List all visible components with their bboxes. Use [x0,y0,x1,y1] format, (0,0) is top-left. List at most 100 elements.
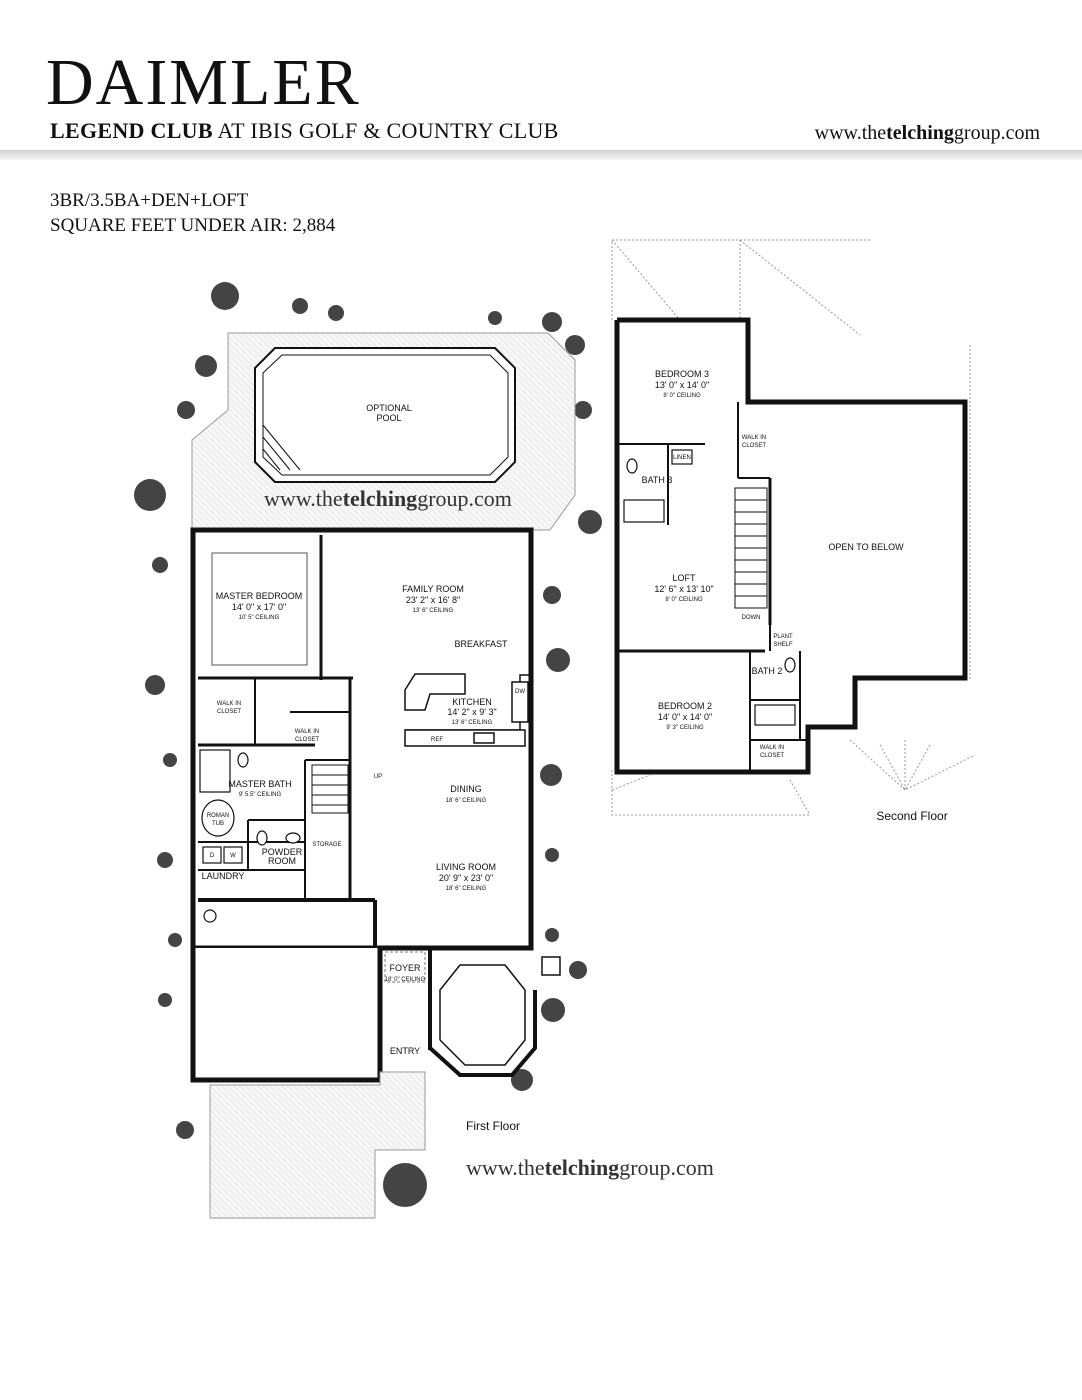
subtitle-rest: AT IBIS GOLF & COUNTRY CLUB [217,118,559,143]
driveway [209,1071,426,1219]
bath2-tub [754,704,796,726]
bedroom3-name: BEDROOM 3 [655,369,709,379]
family-room-ceiling: 13' 6" CEILING [413,608,454,614]
roman-tub-line2: TUB [212,821,224,827]
shrub [177,401,195,419]
storage-label: STORAGE [312,842,341,848]
roman-tub-line1: ROMAN [207,813,229,819]
shrub [578,510,602,534]
master-bath-name: MASTER BATH [228,779,291,789]
shrub [543,586,561,604]
shrub [134,479,166,511]
walkin-closet-b-line1: WALK IN [760,745,784,751]
plant-shelf-line1: PLANT [773,634,793,640]
shrub [545,848,559,862]
watermark-suffix: group.com [417,486,512,511]
site-suffix: group.com [953,122,1040,144]
pool [254,347,516,483]
shrub [542,312,562,332]
bath3-tub [623,499,665,523]
toilet-fixture [237,752,249,768]
bath2-toilet [784,657,796,673]
second-floor-label: Second Floor [876,809,947,823]
shrub [168,933,182,947]
shrub [565,335,585,355]
loft-name: LOFT [672,573,696,583]
page-title: DAIMLER [46,46,361,119]
dishwasher-label: DW [515,689,525,695]
foyer-ceiling: 18' 0" CEILING [385,977,426,983]
bedroom3-ceiling: 8' 0" CEILING [663,393,701,399]
entry-label: ENTRY [390,1046,420,1056]
stair-up-label: UP [374,774,382,780]
shrub [546,648,570,672]
header-divider [0,150,1082,160]
breakfast-label: BREAKFAST [454,639,508,649]
walkin-closet-a-line2: CLOSET [742,443,766,449]
walkin-closet-2-line1: WALK IN [295,729,319,735]
stair-second-floor [734,487,768,609]
powder-room-line2: ROOM [268,856,296,866]
second-floor-roof [611,239,976,816]
powder-room-line1: POWDER [262,847,303,857]
bath3-label: BATH 3 [642,475,673,485]
family-room-dims: 23' 2" x 16' 8" [406,595,460,605]
dining-ceiling: 18' 6" CEILING [446,798,487,804]
landscaping [134,282,602,1207]
bath2-label: BATH 2 [752,666,783,676]
linen-label: LINEN [673,455,691,461]
walkin-closet-1-line2: CLOSET [217,709,241,715]
tray-ceiling [211,552,308,666]
water-heater-fixture [203,909,217,923]
stair-first-floor [311,764,349,814]
master-bedroom-ceiling: 10' 5" CEILING [239,615,280,621]
specs-bed-bath: 3BR/3.5BA+DEN+LOFT [50,190,249,211]
master-bath-ceiling: 9' 5.5" CEILING [239,792,282,798]
walkin-closet-a-line1: WALK IN [742,435,766,441]
toilet-fixture [256,830,268,846]
site-bold: telching [886,122,954,144]
shrub [195,355,217,377]
shrub [211,282,239,310]
pool-label-1: OPTIONAL [366,403,412,413]
shrub [545,928,559,942]
kitchen-dims: 14' 2" x 9' 3" [447,707,496,717]
bedroom2-name: BEDROOM 2 [658,701,712,711]
second-floor-walls [614,317,968,775]
shrub [152,557,168,573]
shrub [540,764,562,786]
footer-suffix: group.com [619,1155,714,1180]
second-floor-fixtures [623,449,796,726]
first-floor-label: First Floor [466,1119,520,1133]
specs: 3BR/3.5BA+DEN+LOFT SQUARE FEET UNDER AIR… [50,188,335,238]
header: DAIMLER LEGEND CLUB AT IBIS GOLF & COUNT… [0,0,1082,150]
shrub [158,993,172,1007]
loft-dims: 12' 6" x 13' 10" [654,584,713,594]
bath3-toilet [626,458,638,474]
shower-fixture [199,749,231,793]
kitchen-counters [404,673,530,747]
dryer-fixture [202,846,222,864]
shrub [383,1163,427,1207]
shrub [163,753,177,767]
living-room-name: LIVING ROOM [436,862,496,872]
pool-label-2: POOL [376,413,401,423]
bedroom2-dims: 14' 0" x 14' 0" [658,712,712,722]
laundry-label: LAUNDRY [202,871,245,881]
website-link-top[interactable]: www.thetelchinggroup.com [815,122,1040,145]
walkin-closet-b-line2: CLOSET [760,753,784,759]
shrub [328,305,344,321]
shrub [574,401,592,419]
website-link-bottom[interactable]: www.thetelchinggroup.com [466,1155,714,1181]
specs-square-feet: SQUARE FEET UNDER AIR: 2,884 [50,215,336,236]
walkin-closet-2-line2: CLOSET [295,737,319,743]
bedroom2-ceiling: 9' 3" CEILING [666,725,704,731]
site-prefix: www.the [814,122,887,144]
dining-name: DINING [450,784,482,794]
website-watermark: www.thetelchinggroup.com [264,486,512,512]
roman-tub-fixture [201,799,235,837]
linen-closet [671,449,693,465]
kitchen-ceiling: 13' 6" CEILING [452,720,493,726]
walkin-closet-1-line1: WALK IN [217,701,241,707]
